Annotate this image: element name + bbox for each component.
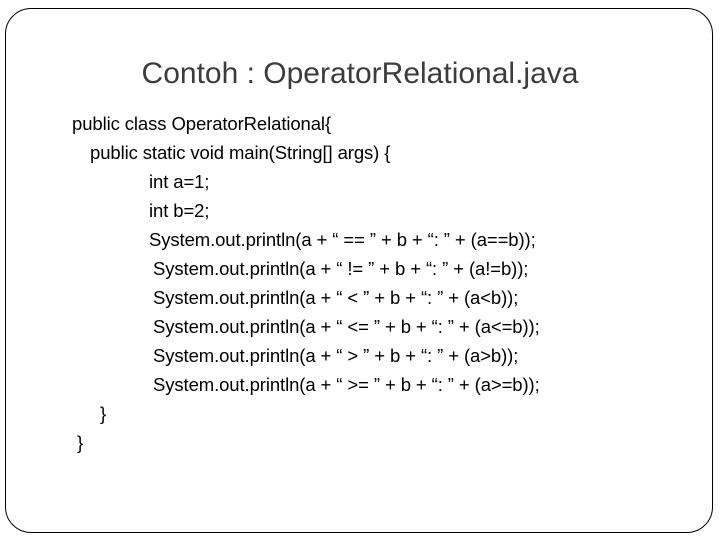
code-line: int b=2; <box>149 200 210 221</box>
code-block: public class OperatorRelational{ public s… <box>72 109 692 457</box>
code-line: System.out.println(a + “ != ” + b + “: ”… <box>153 258 529 279</box>
code-line: } <box>100 403 107 424</box>
code-line: public class OperatorRelational{ <box>72 113 332 134</box>
code-line: System.out.println(a + “ <= ” + b + “: ”… <box>153 316 540 337</box>
code-line: } <box>77 432 84 453</box>
code-line: public static void main(String[] args) { <box>90 142 391 163</box>
page-title: Contoh : OperatorRelational.java <box>141 57 579 90</box>
code-line: System.out.println(a + “ >= ” + b + “: ”… <box>153 374 540 395</box>
code-line: System.out.println(a + “ > ” + b + “: ” … <box>153 345 519 366</box>
code-line: int a=1; <box>149 171 210 192</box>
code-line: System.out.println(a + “ == ” + b + “: ”… <box>149 229 536 250</box>
code-line: System.out.println(a + “ < ” + b + “: ” … <box>153 287 519 308</box>
